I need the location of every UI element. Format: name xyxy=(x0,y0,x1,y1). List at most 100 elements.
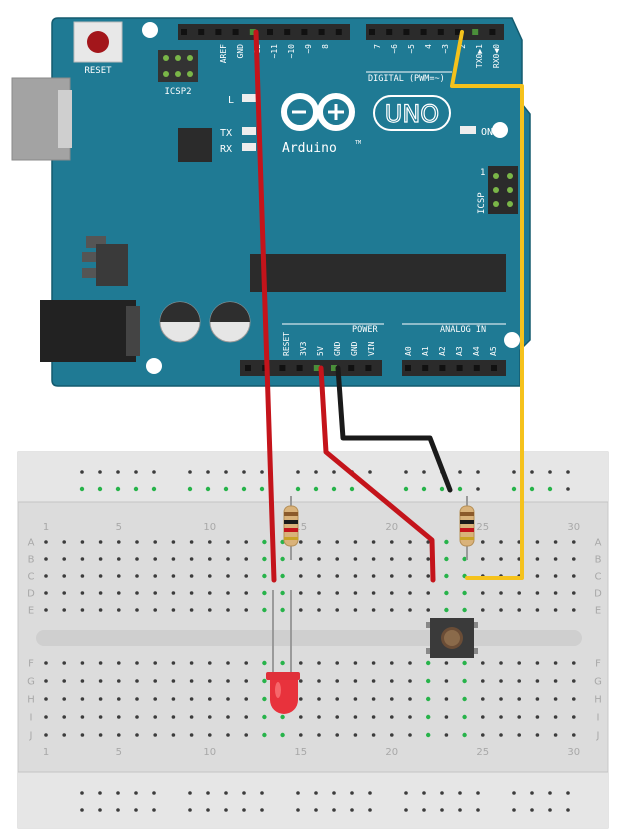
wires xyxy=(253,29,524,583)
breadboard-hole xyxy=(244,715,248,719)
breadboard-hole xyxy=(335,679,340,683)
breadboard-hole xyxy=(208,679,212,683)
breadboard-hole xyxy=(444,590,449,596)
row-label-right: H xyxy=(594,695,602,706)
breadboard-hole xyxy=(116,808,120,812)
breadboard-hole xyxy=(481,733,485,737)
analog-header xyxy=(402,360,506,376)
breadboard-hole xyxy=(535,540,540,544)
breadboard-hole xyxy=(98,733,103,737)
breadboard-hole xyxy=(153,733,157,737)
row-label-right: E xyxy=(595,606,601,617)
breadboard-hole xyxy=(566,808,570,812)
breadboard-hole xyxy=(280,732,285,738)
breadboard-hole xyxy=(116,470,120,474)
mounting-hole xyxy=(146,358,162,374)
breadboard-hole xyxy=(241,486,247,492)
breadboard-hole xyxy=(314,808,318,812)
breadboard-hole xyxy=(262,607,267,613)
header-pin xyxy=(489,29,496,35)
breadboard-hole xyxy=(80,608,85,612)
breadboard-hole xyxy=(314,470,318,474)
pin-label: GND xyxy=(333,341,342,356)
breadboard-hole xyxy=(517,697,521,701)
row-label-left: E xyxy=(28,606,34,617)
header-pin xyxy=(491,365,497,371)
pushbutton[interactable] xyxy=(426,618,478,658)
breadboard-hole xyxy=(462,732,467,738)
breadboard-hole xyxy=(153,679,157,683)
breadboard-hole xyxy=(517,733,521,737)
icsp2-header xyxy=(158,50,198,82)
header-pin xyxy=(296,365,303,371)
breadboard-hole xyxy=(444,573,449,579)
breadboard-hole xyxy=(390,679,394,683)
header-pin xyxy=(348,365,355,371)
breadboard-hole xyxy=(98,808,102,812)
breadboard-hole xyxy=(98,679,103,683)
header-pin xyxy=(215,29,222,35)
breadboard-hole xyxy=(535,591,540,595)
reset-label: RESET xyxy=(84,66,112,76)
breadboard-hole xyxy=(572,574,576,578)
breadboard-hole xyxy=(462,660,467,666)
breadboard-hole xyxy=(353,679,358,683)
breadboard-hole xyxy=(422,791,426,795)
pin-label: 8 xyxy=(321,44,330,49)
breadboard-hole xyxy=(62,608,66,612)
breadboard-hole xyxy=(299,697,303,701)
header-pin xyxy=(331,365,337,371)
breadboard-hole xyxy=(171,591,176,595)
breadboard-hole xyxy=(390,557,394,561)
breadboard-hole xyxy=(189,591,194,595)
breadboard-hole xyxy=(335,697,340,701)
breadboard-hole xyxy=(98,661,103,665)
breadboard-hole xyxy=(462,678,467,684)
breadboard-hole xyxy=(335,557,340,561)
header-pin xyxy=(313,365,320,371)
breadboard-hole xyxy=(444,733,449,737)
breadboard-hole xyxy=(572,697,576,701)
breadboard-hole xyxy=(404,808,408,812)
row-label-right: A xyxy=(595,538,602,549)
breadboard-hole xyxy=(426,557,431,561)
breadboard-hole xyxy=(530,470,534,474)
header-pin xyxy=(386,29,393,35)
breadboard-hole xyxy=(115,486,121,492)
breadboard-hole xyxy=(422,808,426,812)
breadboard-hole xyxy=(317,540,321,544)
breadboard-hole xyxy=(226,661,230,665)
breadboard-hole xyxy=(244,697,248,701)
column-number: 30 xyxy=(567,522,580,533)
pin-label: ~3 xyxy=(441,44,450,54)
breadboard-hole xyxy=(439,486,445,492)
breadboard-hole xyxy=(390,697,394,701)
breadboard-hole xyxy=(517,661,521,665)
breadboard-hole xyxy=(371,574,376,578)
breadboard-hole xyxy=(244,540,248,544)
breadboard-hole xyxy=(299,540,303,544)
breadboard-hole xyxy=(189,697,194,701)
header-pin xyxy=(472,29,479,35)
breadboard-hole xyxy=(426,714,431,720)
reset-button[interactable] xyxy=(73,21,123,63)
header-pin xyxy=(318,29,325,35)
breadboard-hole xyxy=(458,470,462,474)
breadboard-hole xyxy=(499,557,503,561)
breadboard-hole xyxy=(208,557,212,561)
breadboard-hole xyxy=(335,661,340,665)
breadboard-hole xyxy=(260,791,264,795)
breadboard-hole xyxy=(553,591,558,595)
microcontroller-chip xyxy=(250,254,506,292)
voltage-regulator xyxy=(96,244,128,286)
breadboard-hole xyxy=(335,540,340,544)
row-label-left: G xyxy=(27,677,35,688)
breadboard-hole xyxy=(426,591,431,595)
breadboard-hole xyxy=(224,791,228,795)
breadboard-hole xyxy=(189,540,194,544)
breadboard-hole xyxy=(62,591,66,595)
board-name: Arduino xyxy=(282,141,337,156)
